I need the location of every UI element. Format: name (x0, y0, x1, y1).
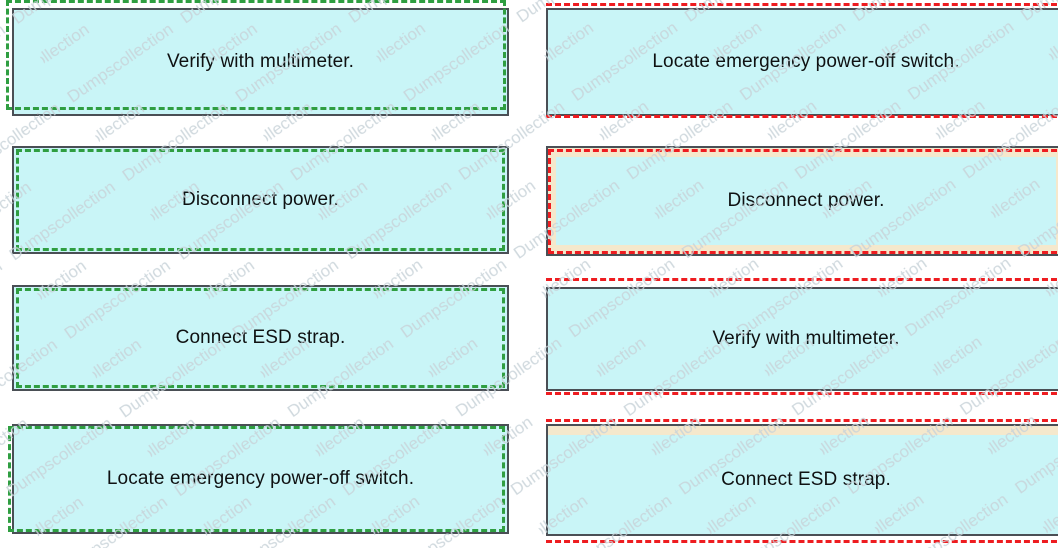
source-item-4[interactable]: Locate emergency power-off switch. (12, 424, 509, 534)
target-item-2-cream-band-left (548, 148, 556, 254)
source-item-3-label: Connect ESD strap. (175, 327, 346, 348)
target-item-2-label: Disconnect power. (727, 190, 885, 211)
target-item-2[interactable]: Disconnect power. (546, 146, 1058, 256)
target-item-3[interactable]: Verify with multimeter. (546, 287, 1058, 391)
target-item-3-label: Verify with multimeter. (712, 328, 900, 349)
target-item-2-cream-band-bottom (548, 245, 1058, 254)
target-item-4[interactable]: Connect ESD strap. (546, 424, 1058, 536)
source-item-3[interactable]: Connect ESD strap. (12, 285, 509, 391)
target-item-2-cream-band-top (548, 148, 1058, 157)
target-item-1-label: Locate emergency power-off switch. (652, 51, 960, 72)
target-item-1[interactable]: Locate emergency power-off switch. (546, 8, 1058, 116)
source-item-4-label: Locate emergency power-off switch. (106, 468, 415, 489)
target-item-4-cream-band-top (548, 426, 1058, 435)
source-item-2[interactable]: Disconnect power. (12, 146, 509, 254)
source-item-2-label: Disconnect power. (182, 189, 339, 210)
source-item-1[interactable]: Verify with multimeter. (12, 8, 509, 116)
target-item-4-label: Connect ESD strap. (721, 469, 891, 490)
source-item-1-label: Verify with multimeter. (166, 51, 355, 72)
